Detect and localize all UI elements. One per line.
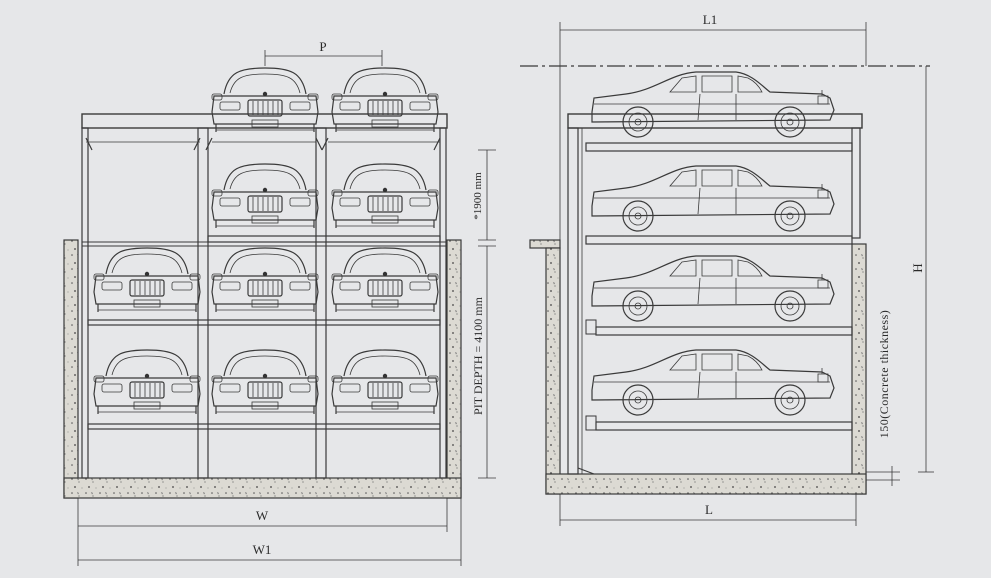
side-pit-floor xyxy=(545,473,867,495)
dimension-l: L xyxy=(559,494,857,526)
pit-wall-left xyxy=(63,239,79,499)
pit-wall-right xyxy=(446,239,462,499)
dimension-pit-depth: PIT DEPTH = 4100 mm xyxy=(471,245,496,479)
frame-columns xyxy=(81,127,447,479)
dimension-w1: W1 xyxy=(78,542,461,561)
side-column-left xyxy=(567,127,579,475)
dim-pit-depth-label: PIT DEPTH = 4100 mm xyxy=(471,296,485,415)
dimension-level-height: *1900 mm xyxy=(472,149,496,241)
side-top-beam xyxy=(567,113,863,129)
side-pit-wall-right xyxy=(851,243,867,495)
dim-level-height-label: *1900 mm xyxy=(472,172,484,220)
dim-p-label: P xyxy=(319,39,326,54)
dimension-concrete: 150(Concrete thickness) xyxy=(866,310,900,486)
dim-concrete-label: 150(Concrete thickness) xyxy=(877,310,891,438)
side-column-right xyxy=(851,127,861,239)
front-platforms xyxy=(81,235,448,430)
pit-floor xyxy=(63,477,462,499)
dim-h-label: H xyxy=(910,263,925,272)
side-pit-wall-left xyxy=(545,247,561,495)
dimension-p: P xyxy=(264,39,383,66)
dim-l1-label: L1 xyxy=(703,12,717,27)
side-view: L1 L H 150(Concrete thickness) xyxy=(520,12,934,526)
dimension-l1: L1 xyxy=(559,12,867,242)
dim-l-label: L xyxy=(705,502,713,517)
front-cars xyxy=(93,67,439,415)
dimension-w: W xyxy=(77,498,462,566)
top-beam xyxy=(81,113,448,129)
dim-w-label: W xyxy=(256,508,269,523)
front-view: P *1900 mm PIT DEPTH = 4100 mm W W1 xyxy=(63,39,496,566)
side-platforms xyxy=(585,142,853,431)
dimension-h: H xyxy=(910,66,934,473)
dim-w1-label: W1 xyxy=(253,542,272,557)
